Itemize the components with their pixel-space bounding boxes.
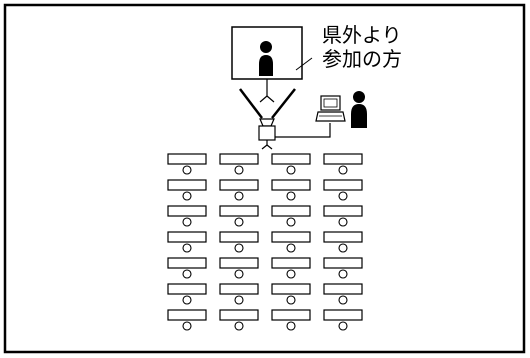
desk-icon xyxy=(271,231,311,243)
seat-circle-icon xyxy=(338,269,348,279)
desk-unit xyxy=(323,205,363,227)
desk-unit xyxy=(323,153,363,175)
desk-unit xyxy=(167,283,207,305)
seat-circle-icon xyxy=(338,295,348,305)
seat-circle-icon xyxy=(234,165,244,175)
desk-unit xyxy=(271,309,311,331)
desk-icon xyxy=(323,231,363,243)
seat-circle-icon xyxy=(286,321,296,331)
desk-unit xyxy=(167,231,207,253)
desk-icon xyxy=(167,205,207,217)
desk-icon xyxy=(323,205,363,217)
laptop-icon xyxy=(315,95,346,122)
desk-icon xyxy=(323,309,363,321)
desk-unit xyxy=(219,231,259,253)
seat-circle-icon xyxy=(338,243,348,253)
desk-icon xyxy=(167,257,207,269)
desk-icon xyxy=(323,179,363,191)
desk-unit xyxy=(167,257,207,279)
desk-unit xyxy=(323,179,363,201)
desk-icon xyxy=(219,283,259,295)
desk-icon xyxy=(219,179,259,191)
desk-unit xyxy=(323,231,363,253)
seat-circle-icon xyxy=(234,295,244,305)
desk-unit xyxy=(219,309,259,331)
desk-unit xyxy=(167,205,207,227)
desk-unit xyxy=(219,153,259,175)
desk-icon xyxy=(271,283,311,295)
desk-unit xyxy=(167,153,207,175)
desk-unit xyxy=(271,153,311,175)
seat-circle-icon xyxy=(182,217,192,227)
seat-circle-icon xyxy=(182,269,192,279)
seat-circle-icon xyxy=(182,321,192,331)
desk-icon xyxy=(271,153,311,165)
desk-unit xyxy=(219,257,259,279)
projector-cable xyxy=(275,123,331,138)
desk-icon xyxy=(271,257,311,269)
desk-grid xyxy=(167,153,363,331)
desk-unit xyxy=(323,309,363,331)
projection-screen-icon xyxy=(231,26,303,103)
desk-icon xyxy=(219,205,259,217)
seat-circle-icon xyxy=(234,269,244,279)
caption-line-2: 参加の方 xyxy=(322,47,402,71)
desk-unit xyxy=(219,283,259,305)
seat-circle-icon xyxy=(234,321,244,331)
seat-circle-icon xyxy=(338,191,348,201)
desk-icon xyxy=(219,257,259,269)
desk-icon xyxy=(167,153,207,165)
desk-unit xyxy=(323,257,363,279)
seat-circle-icon xyxy=(286,217,296,227)
desk-unit xyxy=(219,205,259,227)
desk-icon xyxy=(167,283,207,295)
seat-circle-icon xyxy=(182,243,192,253)
seat-circle-icon xyxy=(234,243,244,253)
seat-circle-icon xyxy=(234,217,244,227)
screen-stand xyxy=(259,79,275,103)
desk-unit xyxy=(167,179,207,201)
seat-circle-icon xyxy=(338,217,348,227)
projector-icon xyxy=(258,118,276,150)
desk-icon xyxy=(219,309,259,321)
remote-participant-icon xyxy=(259,41,273,76)
desk-icon xyxy=(271,309,311,321)
desk-icon xyxy=(219,231,259,243)
desk-icon xyxy=(167,179,207,191)
remote-participants-caption: 県外より 参加の方 xyxy=(295,23,402,71)
caption-line-1: 県外より xyxy=(322,23,402,47)
desk-icon xyxy=(271,205,311,217)
desk-unit xyxy=(219,179,259,201)
seat-circle-icon xyxy=(286,191,296,201)
desk-unit xyxy=(271,283,311,305)
projection-beam xyxy=(239,88,296,119)
desk-icon xyxy=(167,309,207,321)
seat-circle-icon xyxy=(182,165,192,175)
seat-circle-icon xyxy=(182,295,192,305)
seat-circle-icon xyxy=(286,295,296,305)
desk-unit xyxy=(271,179,311,201)
desk-icon xyxy=(323,257,363,269)
seat-circle-icon xyxy=(286,243,296,253)
seat-circle-icon xyxy=(286,269,296,279)
desk-unit xyxy=(323,283,363,305)
desk-unit xyxy=(271,231,311,253)
desk-icon xyxy=(219,153,259,165)
desk-icon xyxy=(167,231,207,243)
operator-person-icon xyxy=(351,91,367,128)
seat-circle-icon xyxy=(338,165,348,175)
seat-circle-icon xyxy=(234,191,244,201)
seat-circle-icon xyxy=(286,165,296,175)
desk-unit xyxy=(271,205,311,227)
seat-circle-icon xyxy=(182,191,192,201)
caption-leader-line xyxy=(295,57,313,71)
desk-unit xyxy=(271,257,311,279)
seat-circle-icon xyxy=(338,321,348,331)
desk-icon xyxy=(323,283,363,295)
desk-unit xyxy=(167,309,207,331)
desk-icon xyxy=(323,153,363,165)
desk-icon xyxy=(271,179,311,191)
